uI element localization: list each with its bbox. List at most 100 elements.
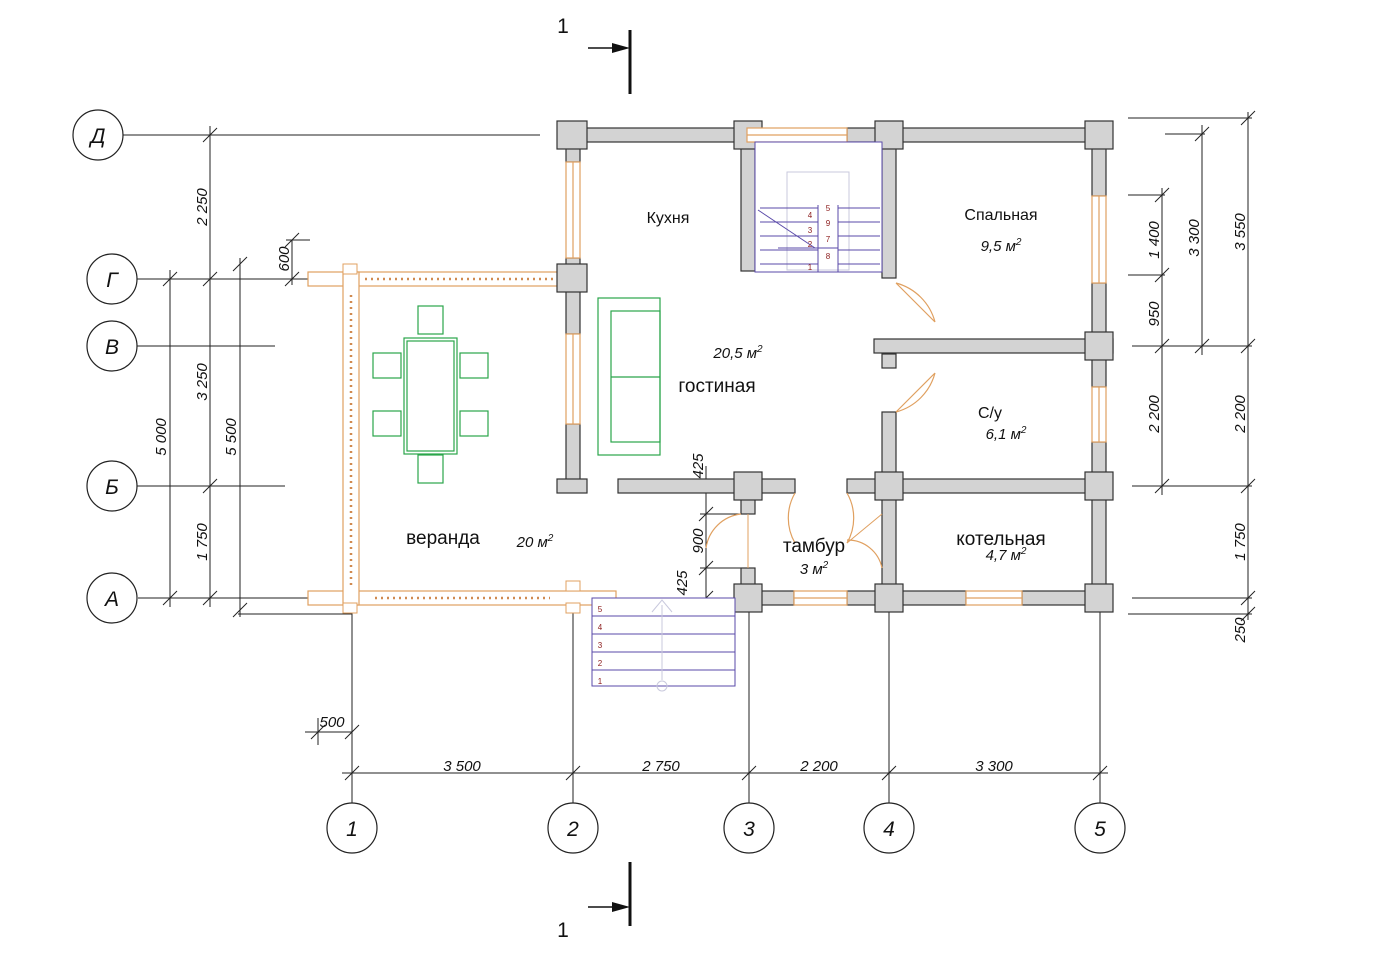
stair-step-number: 9 [826, 219, 831, 228]
door-swing [846, 492, 855, 544]
column-axis-label: 1 [346, 818, 358, 841]
chair [372, 410, 402, 437]
house-walls [556, 120, 1114, 613]
stair-step-number: 3 [808, 226, 813, 235]
section-label: 1 [557, 919, 569, 942]
dim-right-outer: 2 200 [1232, 395, 1249, 434]
room-area-bedroom: 9,5 м2 [981, 237, 1022, 255]
door-swing [895, 372, 936, 413]
dimension-chain-bottom [305, 718, 1108, 781]
dim-right-inner: 2 200 [1146, 395, 1163, 434]
porch-staircase: 5 4 3 2 1 [591, 597, 736, 692]
sofa [597, 297, 661, 456]
row-axis-bubble [86, 572, 138, 624]
chair [459, 352, 489, 379]
dimension-chain-right [1128, 110, 1256, 622]
column-axis-bubble [326, 802, 378, 854]
dimension-chain-left [162, 126, 352, 618]
dim-right-outer: 1 750 [1232, 523, 1249, 561]
dim-bottom: 2 750 [641, 758, 680, 775]
stair-step-number: 3 [598, 641, 603, 650]
chair [372, 352, 402, 379]
room-name-vestibule: тамбур [783, 536, 845, 557]
stair-step-number: 4 [808, 211, 813, 220]
column-axis-label: 2 [566, 818, 579, 841]
section-marker-top: 1 [557, 15, 632, 94]
room-name-bathroom: С/у [978, 405, 1002, 422]
column-axis-bubble [1074, 802, 1126, 854]
room-area-veranda: 20 м2 [516, 533, 554, 551]
column-axis-label: 3 [743, 818, 755, 841]
internal-staircase: 4 3 2 1 5 9 7 8 [754, 141, 883, 273]
dim-left-inner: 2 250 [194, 188, 211, 227]
dim-porch-v: 425 [690, 453, 707, 479]
dim-left-inner: 3 250 [194, 363, 211, 401]
dim-bottom: 3 300 [975, 758, 1013, 775]
dim-left-outer: 5 500 [223, 418, 240, 456]
dim-bottom: 2 200 [799, 758, 838, 775]
veranda-structure [307, 263, 617, 614]
column-axis-bubble [863, 802, 915, 854]
stair-step-number: 8 [826, 252, 831, 261]
dim-right-inner: 950 [1146, 301, 1163, 327]
room-name-kitchen: Кухня [647, 210, 690, 227]
stair-step-number: 4 [598, 623, 603, 632]
doors [705, 282, 936, 569]
section-marker-bottom: 1 [557, 862, 632, 942]
column-axis-label: 5 [1094, 818, 1106, 841]
stair-step-number: 5 [826, 204, 831, 213]
column-axis-bubbles: 1 2 3 4 5 [326, 802, 1126, 854]
dim-right-mid: 3 300 [1186, 219, 1203, 257]
door-swing [705, 513, 742, 549]
row-axis-bubble [86, 460, 138, 512]
dim-left-veranda: 5 000 [153, 418, 170, 456]
row-axis-label: Д [89, 125, 106, 148]
row-axis-bubbles: Д Г В Б А [72, 109, 138, 624]
dim-right-outer: 250 [1232, 617, 1249, 644]
dimension-porch-600 [284, 232, 310, 287]
room-labels: Кухня гостиная 20,5 м2 Спальная 9,5 м2 С… [406, 207, 1046, 578]
windows [565, 127, 1107, 606]
row-axis-bubble [86, 320, 138, 372]
dim-porch-v: 425 [674, 570, 691, 596]
dim-right-inner: 1 400 [1146, 221, 1163, 259]
room-area-boiler: 4,7 м2 [986, 546, 1027, 564]
row-axis-label: Б [105, 476, 119, 499]
dim-right-outer: 3 550 [1232, 213, 1249, 251]
stair-step-number: 2 [598, 659, 603, 668]
chair [459, 410, 489, 437]
door-swing [895, 282, 936, 323]
room-name-bedroom: Спальная [964, 207, 1037, 224]
stair-step-number: 7 [826, 235, 831, 244]
row-axis-bubble [86, 253, 138, 305]
row-axis-label: Г [106, 269, 119, 292]
row-axis-bubble [72, 109, 124, 161]
room-area-vestibule: 3 м2 [800, 560, 829, 578]
dining-table [403, 337, 458, 455]
stair-step-number: 1 [808, 263, 813, 272]
door-swing [787, 492, 796, 544]
dim-bottom: 3 500 [443, 758, 481, 775]
dining-set [372, 305, 489, 484]
stair-step-number: 2 [808, 240, 813, 249]
dim-porch-600: 600 [276, 246, 293, 272]
room-name-boiler: котельная [956, 529, 1045, 550]
dim-left-inner: 1 750 [194, 523, 211, 561]
chair [417, 454, 444, 484]
column-axis-label: 4 [883, 818, 895, 841]
row-axis-label: А [103, 588, 119, 611]
dim-porch-v: 900 [690, 528, 707, 554]
room-area-bathroom: 6,1 м2 [986, 425, 1027, 443]
chair [417, 305, 444, 335]
room-name-living: гостиная [678, 376, 755, 397]
room-area-living: 20,5 м2 [712, 344, 763, 362]
door-swing [846, 539, 883, 569]
column-axis-bubble [723, 802, 775, 854]
row-axis-label: В [105, 336, 119, 359]
stair-step-number: 5 [598, 605, 603, 614]
room-name-veranda: веранда [406, 528, 480, 549]
axis-lines [123, 134, 1101, 803]
stair-step-number: 1 [598, 677, 603, 686]
column-axis-bubble [547, 802, 599, 854]
